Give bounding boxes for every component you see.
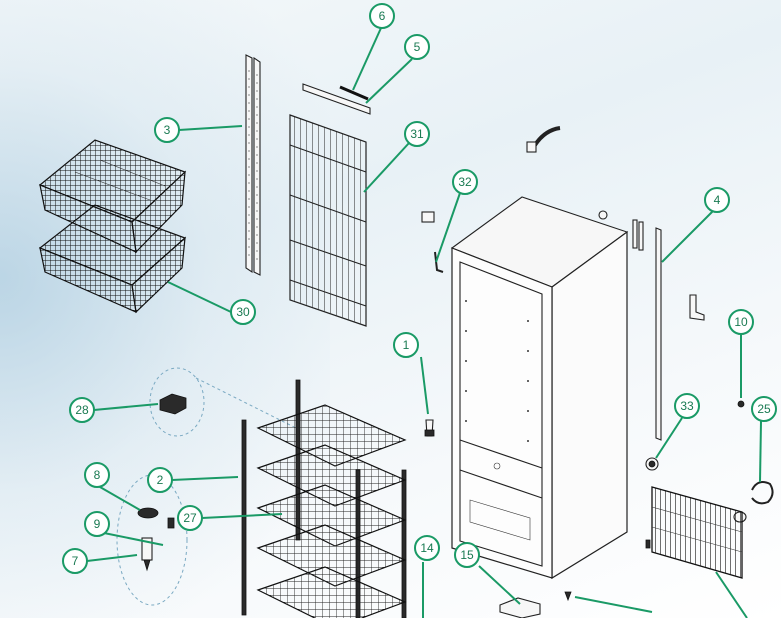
callout-label: 33 — [680, 399, 694, 413]
kick-plate-grille — [651, 486, 743, 579]
callout-14: 14 — [414, 535, 440, 561]
foot-bolt — [645, 539, 651, 549]
callout-label: 5 — [414, 40, 421, 54]
bottom-bracket — [499, 597, 541, 618]
door-strip — [655, 227, 662, 441]
callout-label: 2 — [157, 473, 164, 487]
power-cord — [751, 481, 774, 505]
callout-label: 3 — [164, 123, 171, 137]
hinge-bracket-top — [632, 219, 644, 251]
refrigerator-cabinet — [450, 196, 629, 580]
callout-label: 25 — [757, 402, 771, 416]
callout-2: 2 — [147, 467, 173, 493]
callout-7: 7 — [62, 548, 88, 574]
callout-31: 31 — [404, 121, 430, 147]
callout-33: 33 — [674, 393, 700, 419]
callout-15: 15 — [454, 542, 480, 568]
leader-lines — [86, 27, 762, 618]
light-bulb — [424, 419, 435, 437]
callout-label: 27 — [183, 511, 197, 525]
callout-10: 10 — [728, 309, 754, 335]
callout-label: 28 — [75, 403, 89, 417]
callout-1: 1 — [393, 332, 419, 358]
callout-label: 10 — [734, 315, 748, 329]
callout-27: 27 — [177, 505, 203, 531]
wire-shelves — [256, 404, 407, 618]
callout-label: 32 — [458, 175, 472, 189]
leveling-foot — [645, 457, 659, 471]
callout-label: 9 — [94, 517, 101, 531]
callout-25: 25 — [751, 396, 777, 422]
hinge-bracket-side — [689, 294, 705, 321]
wire-rack-panel — [289, 114, 367, 327]
callout-4: 4 — [704, 187, 730, 213]
hardware-detail — [116, 474, 188, 606]
callout-label: 31 — [410, 127, 424, 141]
cord-clip — [434, 251, 444, 273]
callout-label: 7 — [72, 554, 79, 568]
callout-3: 3 — [154, 117, 180, 143]
callout-label: 8 — [94, 468, 101, 482]
screw-small — [737, 400, 745, 408]
wire-basket-lower — [38, 204, 187, 314]
callout-label: 1 — [403, 338, 410, 352]
callout-32: 32 — [452, 169, 478, 195]
callout-28: 28 — [69, 397, 95, 423]
callout-5: 5 — [404, 34, 430, 60]
callout-9: 9 — [84, 511, 110, 537]
callout-label: 14 — [420, 541, 434, 555]
callout-30: 30 — [230, 299, 256, 325]
callout-8: 8 — [84, 462, 110, 488]
callout-6: 6 — [369, 3, 395, 29]
top-trim-bar — [302, 83, 371, 115]
bottom-screw — [564, 591, 572, 602]
shelf-rail-left — [245, 54, 261, 276]
callout-label: 15 — [460, 548, 474, 562]
callout-label: 4 — [714, 193, 721, 207]
callout-label: 6 — [379, 9, 386, 23]
callout-label: 30 — [236, 305, 250, 319]
thermostat-knob — [421, 211, 435, 223]
drain-hose — [526, 126, 561, 153]
